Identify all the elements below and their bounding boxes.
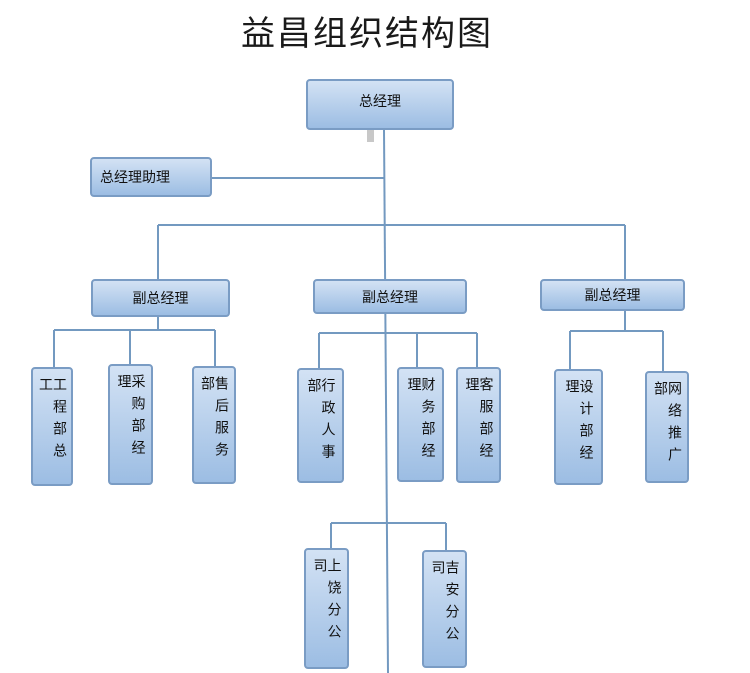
node-vp-center[interactable]: 副总经理	[313, 279, 467, 314]
node-customer-service-manager[interactable]: 客服部经理	[456, 367, 501, 483]
chart-title: 益昌组织结构图	[241, 14, 493, 54]
node-gm-assistant[interactable]: 总经理助理	[90, 157, 212, 197]
connector-stub	[367, 129, 374, 142]
node-jian-branch[interactable]: 吉安分公司	[422, 550, 467, 668]
node-design-manager[interactable]: 设计部经理	[554, 369, 603, 485]
node-finance-manager[interactable]: 财务部经理	[397, 367, 444, 482]
node-shangrao-branch[interactable]: 上饶分公司	[304, 548, 349, 669]
node-engineering-head[interactable]: 工程部总工	[31, 367, 73, 486]
trunk-line	[383, 129, 389, 673]
node-vp-left[interactable]: 副总经理	[91, 279, 230, 317]
node-general-manager[interactable]: 总经理	[306, 79, 454, 130]
node-purchasing-manager[interactable]: 采购部经理	[108, 364, 153, 485]
node-web-promo-dept[interactable]: 网络推广部	[645, 371, 689, 483]
node-vp-right[interactable]: 副总经理	[540, 279, 685, 311]
node-aftersales-dept[interactable]: 售后服务部	[192, 366, 236, 484]
node-admin-hr-dept[interactable]: 行政人事部	[297, 368, 344, 483]
